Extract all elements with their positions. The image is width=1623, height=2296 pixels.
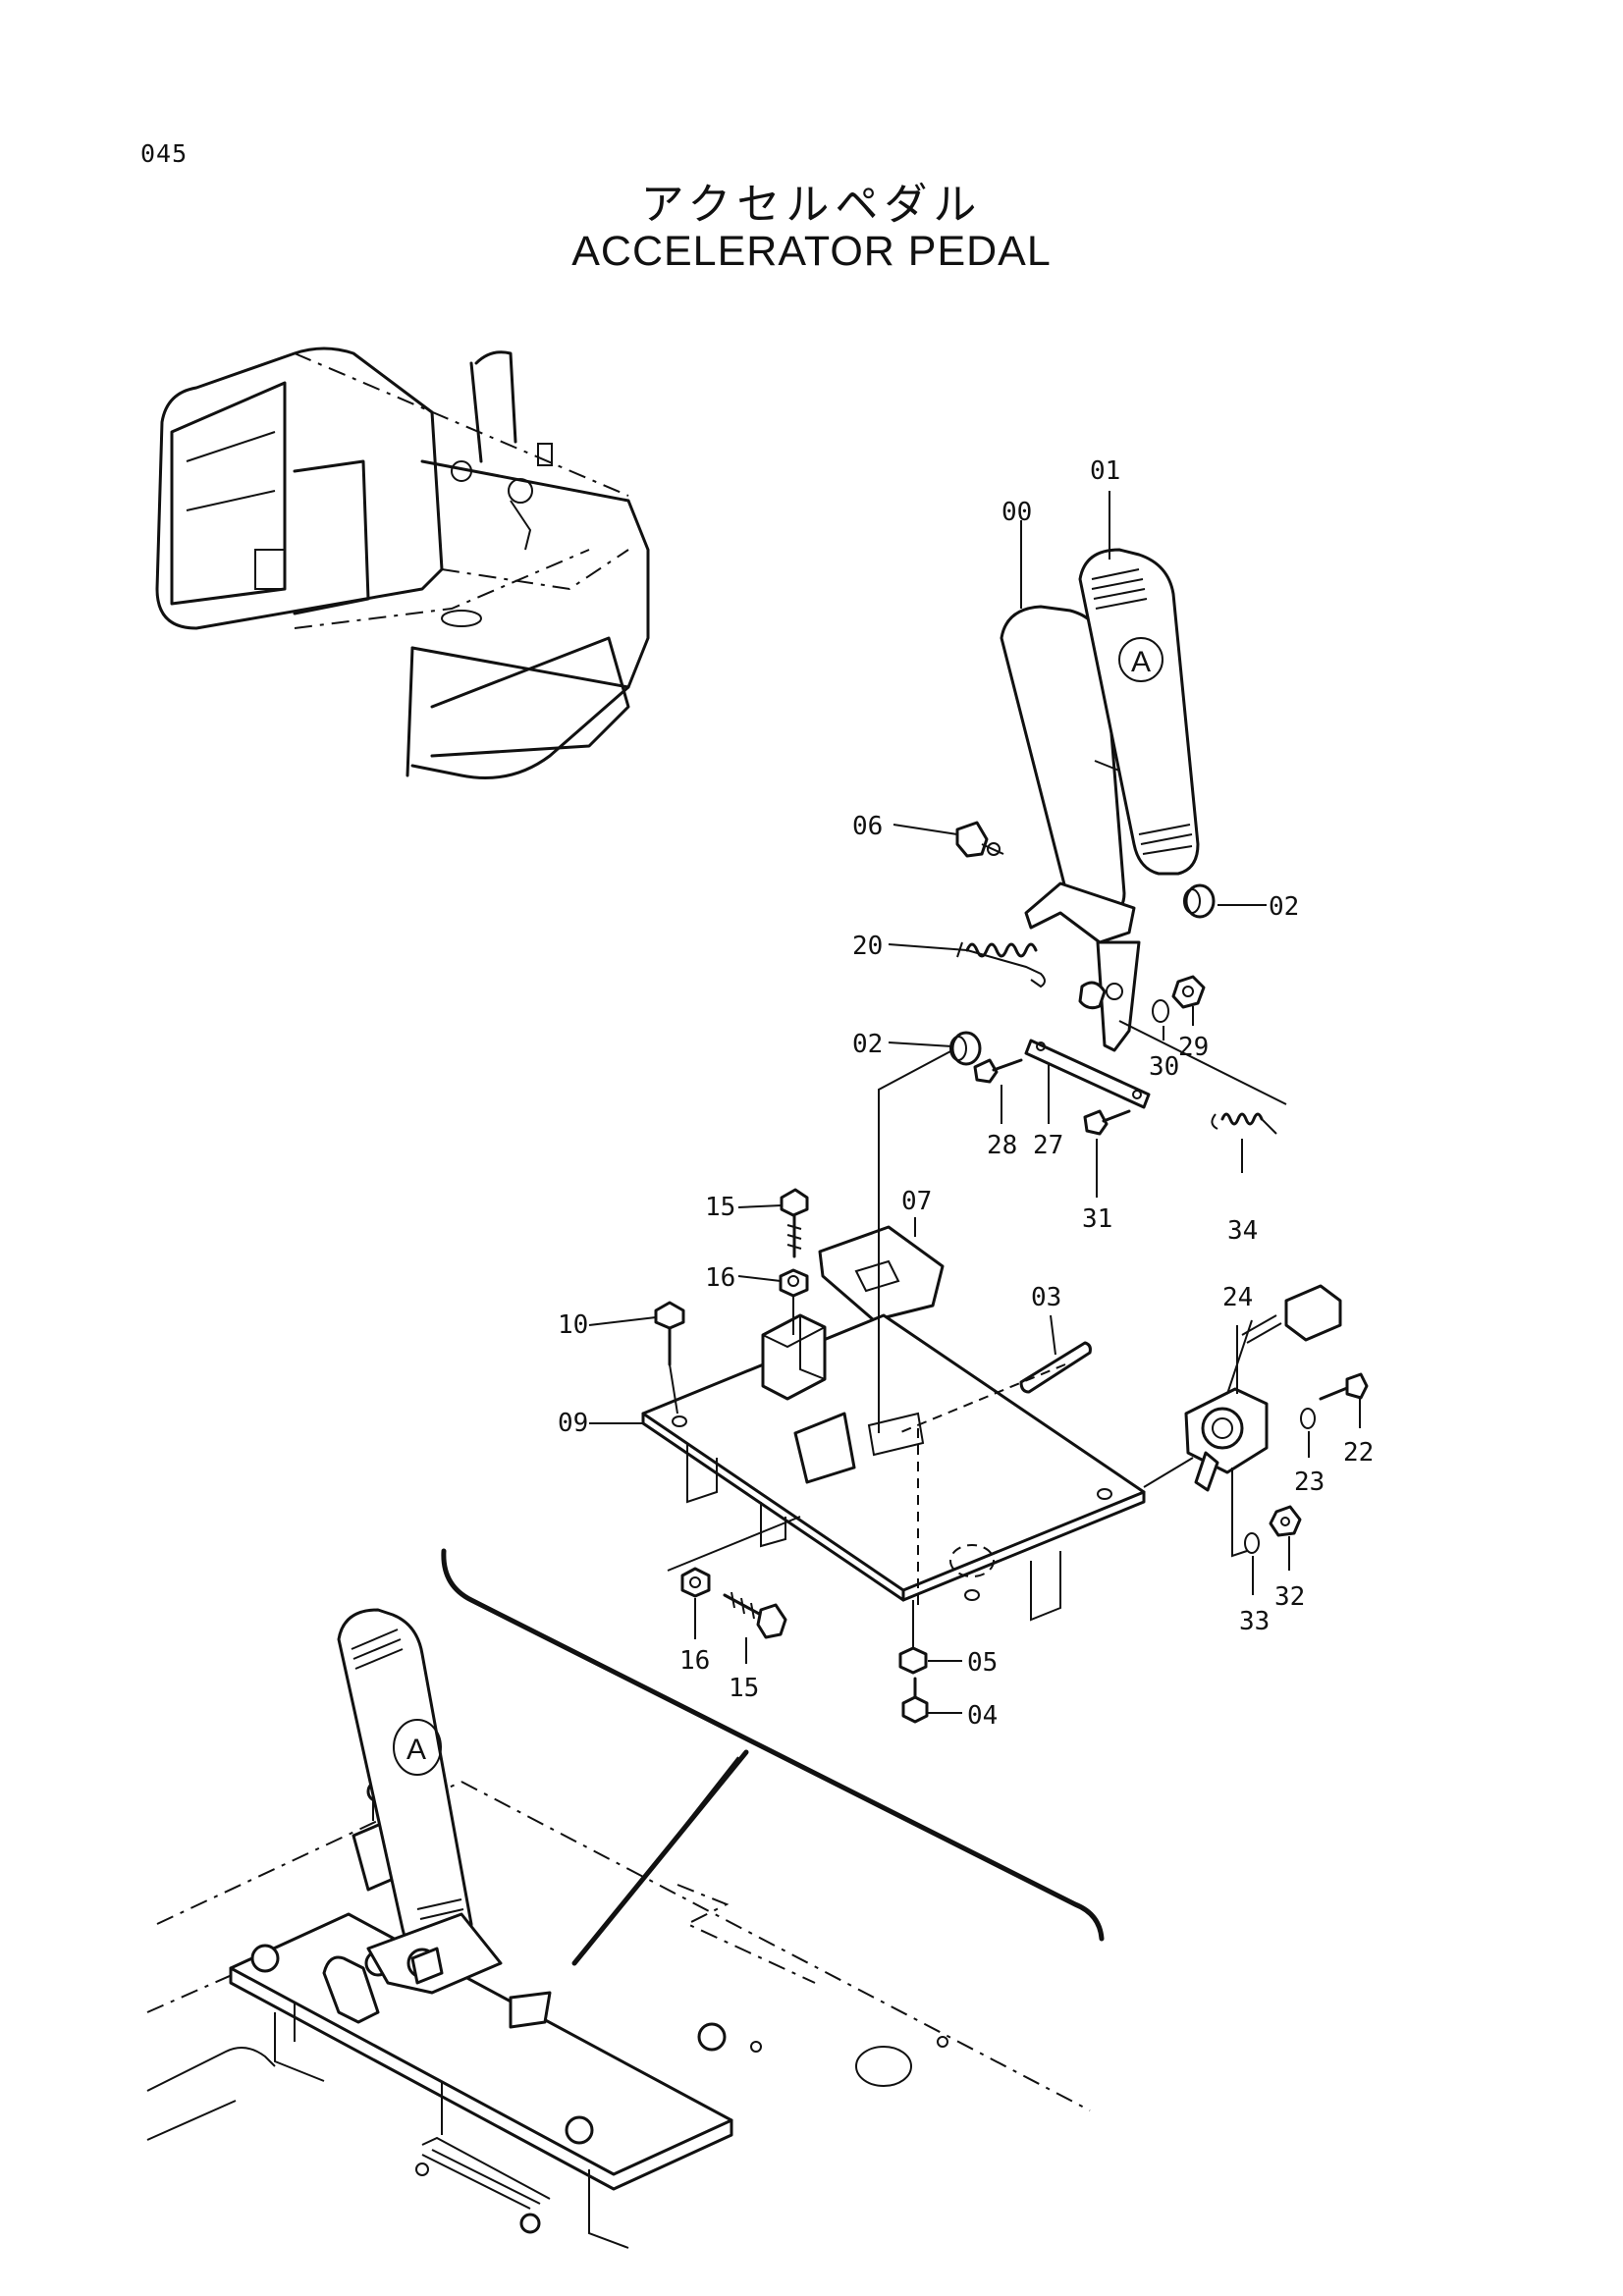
part-label-31: 31: [1082, 1204, 1112, 1234]
title-japanese: アクセルペダル: [640, 180, 983, 230]
part-27-plate: [1024, 1039, 1151, 1109]
part-label-24: 24: [1222, 1283, 1253, 1312]
location-callout: [441, 1548, 1105, 1966]
part-04-bolt: [901, 1677, 929, 1724]
part-label-32: 32: [1274, 1582, 1305, 1612]
assembly-guide-lines: [667, 1020, 1287, 1649]
part-07-cover: [818, 1225, 945, 1322]
part-02-bushing-upper: [1183, 883, 1216, 919]
part-label-34: 34: [1227, 1216, 1258, 1246]
part-16-nut-upper: [779, 1268, 809, 1298]
part-22-screw: [1319, 1372, 1369, 1401]
part-label-09: 09: [558, 1409, 588, 1438]
part-03-pin: [1019, 1341, 1092, 1394]
part-label-29: 29: [1178, 1033, 1209, 1062]
pedal-arm: [1024, 881, 1141, 1052]
part-label-02-upper: 02: [1269, 892, 1299, 922]
part-label-28: 28: [987, 1131, 1017, 1160]
part-23-washer: [1300, 1408, 1316, 1429]
excavator-overview-illustration: [155, 347, 650, 779]
part-02-bushing-lower: [949, 1031, 982, 1066]
part-15-bolt-lower: [723, 1591, 787, 1639]
part-label-03: 03: [1031, 1283, 1061, 1312]
part-28-bolt: [973, 1058, 1023, 1084]
part-label-02-lower: 02: [852, 1030, 883, 1059]
part-label-22: 22: [1343, 1438, 1374, 1468]
part-20-spring: [956, 941, 1046, 988]
installed-location-illustration: A: [146, 1608, 1091, 2249]
part-29-nut: [1171, 975, 1206, 1009]
pedal-logo-letter-location: A: [406, 1734, 426, 1766]
part-10-bolt: [654, 1301, 685, 1366]
part-15-bolt-upper: [780, 1188, 809, 1258]
page-number: 045: [140, 139, 189, 168]
part-label-23: 23: [1294, 1468, 1325, 1497]
part-06-fitting: [955, 821, 1004, 858]
part-05-nut: [898, 1646, 928, 1675]
pedal-logo-letter: A: [1131, 646, 1151, 678]
part-24-sensor: [1184, 1284, 1342, 1492]
part-31-bolt: [1083, 1109, 1131, 1136]
part-label-20: 20: [852, 932, 883, 961]
title-english: ACCELERATOR PEDAL: [571, 228, 1052, 275]
part-label-16-lower: 16: [679, 1646, 710, 1676]
part-34-spring: [1211, 1112, 1277, 1135]
part-label-33: 33: [1239, 1607, 1270, 1636]
part-label-01: 01: [1090, 456, 1120, 486]
part-30-washer: [1152, 999, 1169, 1023]
part-33-washer: [1244, 1532, 1260, 1554]
part-label-00: 00: [1001, 498, 1032, 527]
pedal-pad-01: A: [1078, 548, 1200, 876]
part-label-04: 04: [967, 1701, 998, 1731]
part-32-nut: [1269, 1505, 1302, 1537]
part-label-30: 30: [1149, 1052, 1179, 1082]
part-label-16-upper: 16: [705, 1263, 735, 1293]
part-label-10: 10: [558, 1310, 588, 1340]
part-label-05: 05: [967, 1648, 998, 1678]
leader-lines: [588, 491, 1361, 1714]
part-label-15-upper: 15: [705, 1193, 735, 1222]
part-label-07: 07: [901, 1187, 932, 1216]
part-label-27: 27: [1033, 1131, 1063, 1160]
part-16-nut-lower: [680, 1567, 711, 1598]
part-label-06: 06: [852, 812, 883, 841]
part-label-15-lower: 15: [729, 1674, 759, 1703]
part-labels: 00 01 06 02 20 02 29 30 28 27 31 34 15 1…: [558, 456, 1374, 1731]
